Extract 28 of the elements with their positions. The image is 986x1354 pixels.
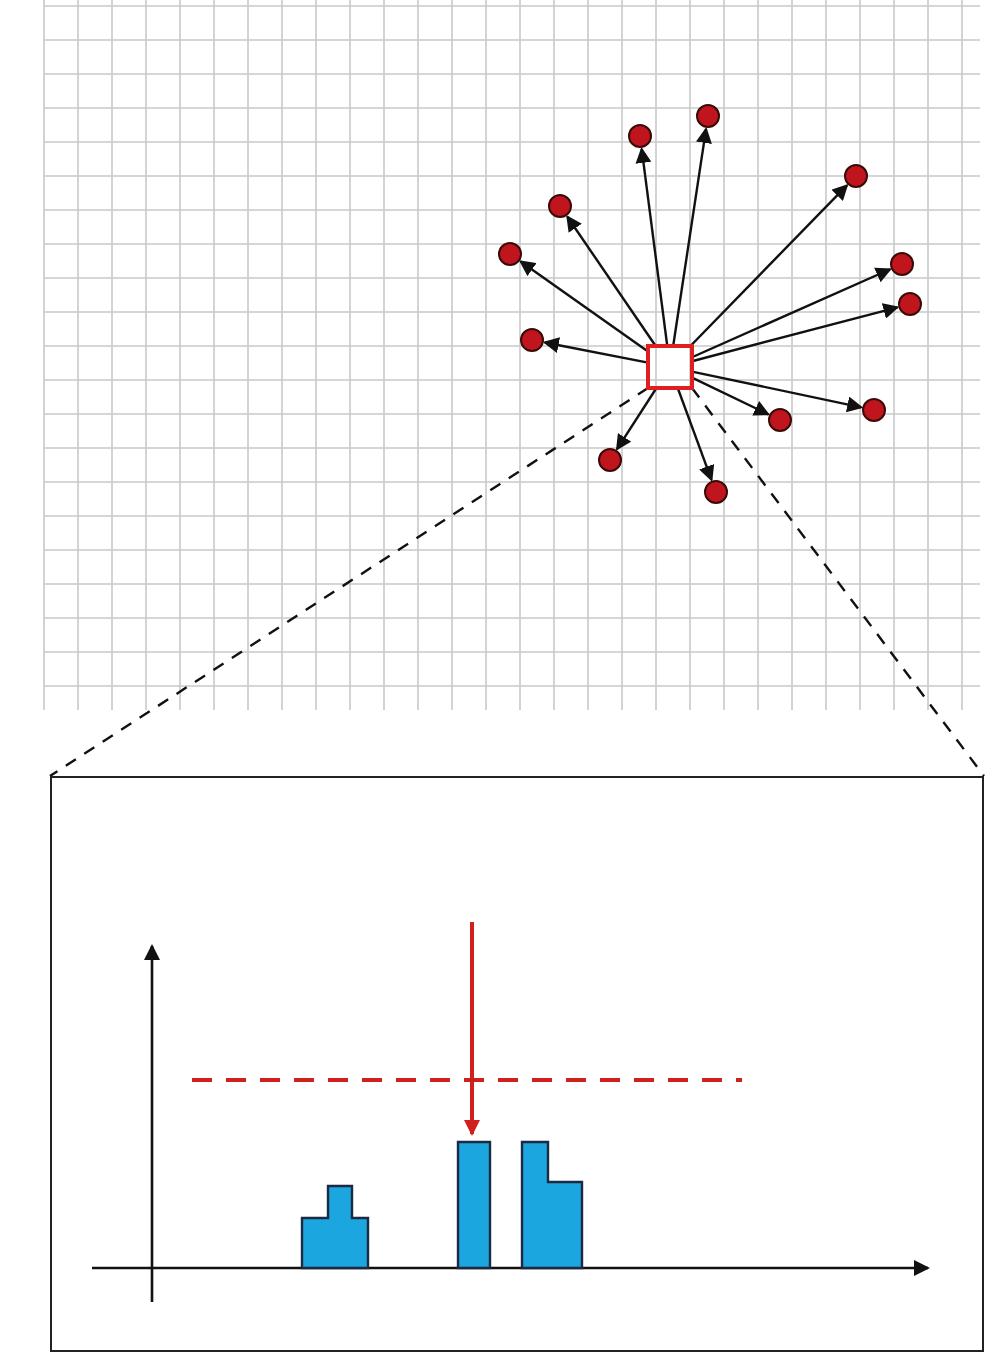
arrow [691, 370, 864, 413]
point-marker [862, 398, 886, 422]
arrow [519, 260, 649, 353]
zoom-line [49, 387, 649, 777]
point-marker [844, 164, 868, 188]
point-marker [890, 252, 914, 276]
point-marker [548, 194, 572, 218]
arrow [542, 337, 649, 364]
arrow [691, 303, 900, 363]
point-marker [768, 408, 792, 432]
arrow [676, 387, 715, 482]
point-marker [598, 448, 622, 472]
point-marker [704, 480, 728, 504]
arrow [566, 215, 657, 347]
arrow [691, 267, 892, 359]
point-marker [628, 124, 652, 148]
zoom-panel [50, 776, 984, 1352]
arrow [691, 376, 771, 416]
arrow [635, 146, 669, 347]
arrow [689, 183, 849, 347]
zoom-frame [646, 344, 694, 390]
point-marker [898, 292, 922, 316]
point-marker [520, 328, 544, 352]
arrow [672, 126, 712, 347]
point-marker [696, 104, 720, 128]
arrow [615, 387, 658, 451]
point-marker [498, 242, 522, 266]
zoom-line [691, 387, 985, 777]
